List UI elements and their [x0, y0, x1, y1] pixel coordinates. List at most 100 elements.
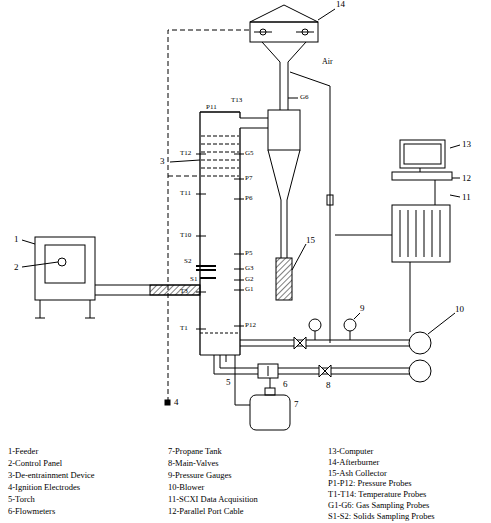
callout-number: 5	[226, 378, 231, 387]
probe-label: P7	[245, 175, 252, 182]
burner-valve	[302, 29, 308, 35]
callout-number: 12	[462, 174, 471, 183]
probe-label: G5	[245, 150, 254, 157]
probe-label: G2	[245, 276, 254, 283]
riser-column	[200, 112, 240, 355]
callout-number: 2	[14, 263, 19, 272]
pressure-gauge	[344, 319, 356, 331]
callout-number: 1	[14, 235, 19, 244]
callout-number: 7	[294, 400, 299, 409]
key-text: 10-Blower	[168, 483, 204, 492]
key-text: 3-De-entrainment Device	[8, 471, 95, 480]
probe-label: T13	[231, 97, 242, 104]
air-line	[290, 72, 330, 343]
probe-tick	[234, 154, 244, 326]
feeder-cabinet	[35, 237, 95, 300]
callout-number: 3	[160, 157, 165, 166]
probe-label: S2	[184, 258, 191, 265]
probe-label: T11	[180, 190, 191, 197]
key-text: P1-P12: Pressure Probes	[328, 479, 412, 488]
burner-line	[254, 32, 314, 33]
key-text: 9-Pressure Gauges	[168, 471, 232, 480]
data-acquisition	[392, 205, 450, 262]
computer-monitor	[400, 140, 445, 168]
feed-pipe	[95, 285, 200, 295]
leader-line	[318, 9, 335, 20]
stream-label: Air	[322, 58, 333, 66]
air-pipe	[240, 340, 409, 346]
monitor-stand	[420, 168, 421, 172]
key-text: 1-Feeder	[8, 447, 38, 456]
probe-label: G1	[245, 286, 254, 293]
key-text: G1-G6: Gas Sampling Probes	[328, 501, 429, 510]
probe-label: P12	[245, 322, 256, 329]
callout-number: 11	[462, 193, 471, 202]
probe-tick	[196, 154, 206, 329]
gas-line	[270, 378, 271, 388]
feed-screw	[150, 285, 200, 295]
leader-line	[292, 244, 306, 270]
electrode-terminal	[165, 400, 170, 405]
probe-label: P5	[245, 250, 252, 257]
gauge-stem	[315, 331, 350, 340]
flowmeter	[258, 364, 278, 378]
cyclone-body	[268, 110, 300, 150]
riser-duct	[240, 118, 268, 128]
probe-label: T10	[180, 232, 191, 239]
key-text: T1-T14: Temperature Probes	[328, 490, 426, 499]
daq-slots	[400, 210, 440, 257]
blower	[409, 360, 431, 382]
callout-number: 10	[455, 305, 464, 314]
distributor-plate	[200, 333, 240, 334]
parallel-port-cable	[435, 180, 436, 205]
pressure-gauge	[309, 319, 321, 331]
ignition-wire	[168, 176, 200, 177]
key-text: 5-Torch	[8, 495, 35, 504]
callout-number: 14	[336, 0, 345, 9]
solids-probe	[196, 266, 216, 278]
blower	[409, 332, 431, 354]
de-entrainment-device	[201, 136, 239, 176]
key-text: 11-SCXI Data Acquisition	[168, 495, 258, 504]
apparatus	[22, 5, 460, 430]
leader-line	[22, 240, 35, 244]
probe-label: T12	[180, 150, 191, 157]
probe-label: T3	[180, 288, 188, 295]
ignition-wire	[168, 30, 250, 402]
key-text: 12-Parallel Port Cable	[168, 507, 244, 516]
leader-line	[428, 313, 455, 334]
callout-number: 4	[174, 398, 179, 407]
probe-label: P11	[206, 104, 217, 111]
tank-neck	[265, 388, 275, 395]
key-text: 4-Ignition Electrodes	[8, 483, 80, 492]
burner-valve	[260, 29, 266, 35]
control-knob	[58, 258, 66, 266]
probe-label: P6	[245, 195, 252, 202]
callout-number: 13	[462, 140, 471, 149]
key-text: S1-S2: Solids Sampling Probes	[328, 512, 435, 521]
leader-line	[354, 313, 360, 319]
key-text: 13-Computer	[328, 447, 373, 456]
feeder-legs	[35, 300, 95, 318]
afterburner-body	[250, 22, 318, 42]
probe-label: T1	[180, 325, 188, 332]
signal-cable	[410, 262, 411, 332]
air-meter	[327, 195, 333, 205]
key-text: 14-Afterburner	[328, 458, 379, 467]
callout-number: 6	[283, 380, 288, 389]
key-text: 6-Flowmeters	[8, 507, 55, 516]
key-text: 15-Ash Collector	[328, 469, 387, 478]
cyclone-cone	[268, 150, 300, 258]
main-valve	[319, 365, 331, 377]
gas-outlet	[280, 62, 288, 110]
probe-label: S1	[190, 276, 197, 283]
torch-line	[235, 355, 250, 405]
probe-label: G6	[300, 94, 309, 101]
probe-tick	[288, 98, 298, 99]
computer-screen	[404, 144, 441, 164]
key-text: 2-Control Panel	[8, 459, 62, 468]
callout-number: 9	[360, 304, 365, 313]
leader-line	[170, 160, 200, 162]
afterburner-roof	[250, 5, 318, 22]
